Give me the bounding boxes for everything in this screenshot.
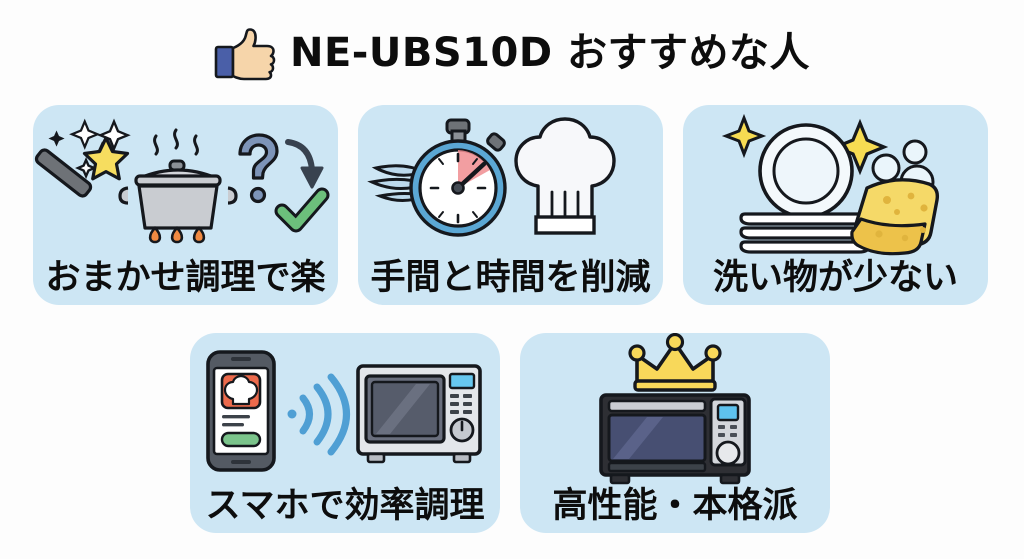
stopwatch-icon — [408, 118, 507, 237]
card-1-artwork — [33, 113, 338, 253]
magic-wand-icon — [34, 135, 129, 198]
feature-card-smartphone-cooking[interactable]: スマホで効率調理 — [190, 333, 500, 533]
feature-card-label: スマホで効率調理 — [205, 485, 485, 526]
question-mark-icon — [237, 132, 279, 203]
card-5-artwork — [520, 333, 830, 487]
steam-icon — [152, 128, 199, 155]
feature-card-label: 洗い物が少ない — [712, 257, 958, 298]
page-header: NE-UBS10D おすすめな人 — [0, 18, 1024, 88]
thumbs-up-icon — [214, 28, 276, 81]
feature-card-time-saving[interactable]: 手間と時間を削減 — [358, 105, 663, 305]
smartphone-icon — [206, 349, 276, 472]
chef-hat-icon — [513, 116, 616, 235]
plate-stack-icon — [738, 211, 871, 254]
cooking-pot-icon — [117, 159, 238, 230]
microwave-oven-icon — [356, 363, 482, 463]
sponge-icon — [849, 177, 939, 255]
card-3-artwork — [683, 113, 988, 255]
phone-wifi-oven-illustration — [206, 349, 482, 472]
feature-card-label: 高性能・本格派 — [552, 485, 798, 526]
flame-icon — [148, 225, 205, 243]
feature-card-less-washing[interactable]: 洗い物が少ない — [683, 105, 988, 305]
crown-icon — [628, 333, 722, 392]
feature-card-high-performance[interactable]: 高性能・本格派 — [520, 333, 830, 533]
feature-card-label: 手間と時間を削減 — [370, 257, 651, 298]
card-2-artwork — [358, 113, 663, 253]
stopwatch-chefhat-illustration — [366, 116, 616, 237]
check-mark-icon — [274, 187, 329, 232]
magic-pot-check-illustration — [34, 117, 329, 243]
card-4-artwork — [190, 341, 500, 481]
curved-arrow-icon — [284, 138, 323, 188]
feature-card-label: おまかせ調理で楽 — [45, 257, 326, 298]
plate-icon — [757, 122, 854, 219]
dishes-sponge-illustration — [721, 113, 939, 255]
page-title: NE-UBS10D おすすめな人 — [290, 30, 810, 76]
chef-hat-icon — [223, 374, 259, 405]
wifi-signal-icon — [287, 373, 350, 455]
crown-oven-illustration — [599, 333, 751, 485]
microwave-oven-icon — [599, 393, 751, 485]
feature-card-omakase-cooking[interactable]: おまかせ調理で楽 — [33, 105, 338, 305]
